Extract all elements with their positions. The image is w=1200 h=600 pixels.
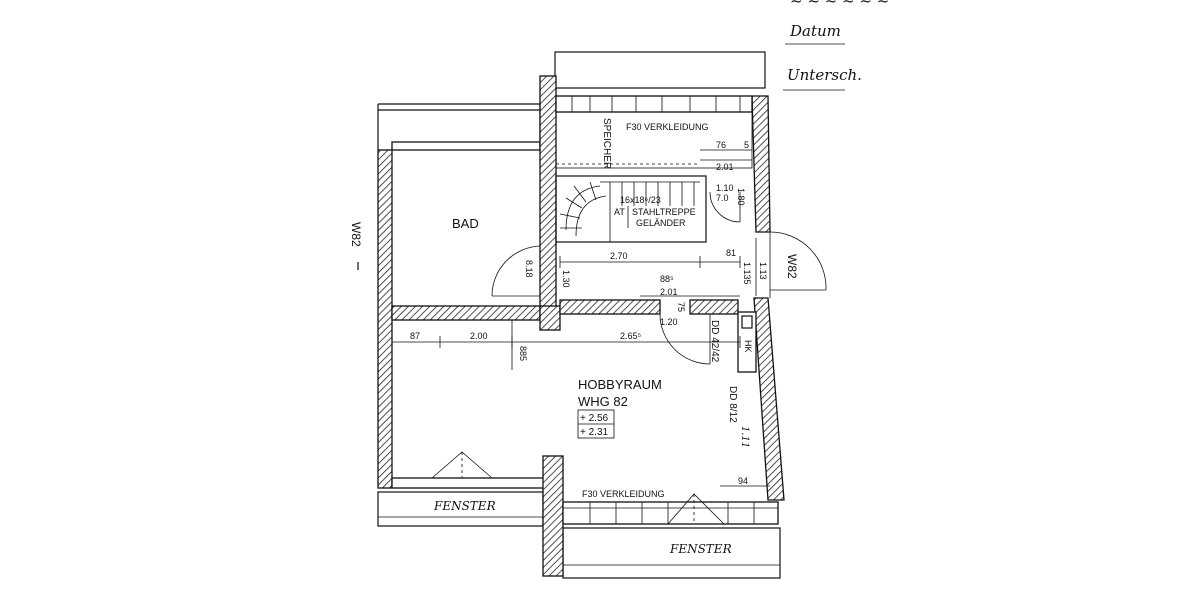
- dim-885-top: 88⁵: [660, 274, 674, 284]
- room-label-hobbyraum: HOBBYRAUM: [578, 377, 662, 392]
- door-bad: [491, 245, 541, 297]
- door-hobbyraum: [659, 313, 711, 365]
- label-stair-at: AT: [614, 207, 625, 217]
- wall-center-lower: [542, 455, 564, 577]
- wall-hobby-bottom-left: [391, 477, 545, 489]
- speicher-room: [555, 111, 753, 169]
- stair-curve: [565, 185, 601, 231]
- door-exterior: [769, 231, 827, 291]
- label-side-note: 1.11: [739, 426, 750, 448]
- wall-center-stub: [539, 305, 561, 331]
- dim-180: 1.80: [736, 188, 746, 206]
- wall-bad-hobby: [391, 305, 541, 321]
- dim-76: 76: [716, 140, 726, 150]
- dim-201-mid: 2.01: [660, 287, 678, 297]
- dim-818: 8.18: [524, 260, 534, 278]
- room-label-whg: WHG 82: [578, 394, 628, 409]
- wall-hall-hobby-right: [689, 299, 739, 315]
- wall-hobby-bottom: [562, 501, 779, 525]
- room-label-bad: BAD: [452, 216, 479, 231]
- note-datum: Datum: [789, 22, 841, 40]
- wall-right-upper: [751, 95, 771, 233]
- dim-130: 1.30: [561, 270, 571, 288]
- label-dd-2: DD 8/12: [727, 386, 738, 423]
- stair-area: [555, 111, 753, 243]
- wall-hall-hobby-left: [559, 299, 661, 315]
- wall-right-lower: [753, 297, 785, 501]
- wall-speicher-top: [555, 95, 753, 113]
- dim-201-top: 2.01: [716, 162, 734, 172]
- label-dd-1: DD 42/42: [709, 320, 720, 363]
- dim-81: 81: [726, 248, 736, 258]
- level-upper: + 2.56: [580, 413, 609, 424]
- dimension-lines: [391, 149, 770, 487]
- dim-75: 75: [676, 302, 686, 312]
- dim-113: 1.13: [758, 262, 768, 280]
- wall-center-upper: [539, 75, 557, 313]
- label-w82-left: W82: [349, 222, 363, 247]
- dim-5: 5: [744, 140, 749, 150]
- label-stair-rail: GELÄNDER: [636, 218, 686, 228]
- note-unterschrift: Untersch.: [787, 66, 862, 84]
- dim-1135: 1.135: [742, 262, 752, 285]
- note-scribble: ~ ~ ~ ~ ~ ~: [790, 0, 889, 10]
- dim-94: 94: [738, 476, 748, 486]
- dim-200: 2.00: [470, 331, 488, 341]
- wall-left: [377, 149, 393, 489]
- room-label-speicher: SPEICHER: [601, 118, 612, 169]
- wall-bad-top: [391, 141, 541, 151]
- door-speicher: [709, 191, 741, 223]
- dim-110: 1.10: [716, 183, 734, 193]
- dim-885-side: 885: [518, 346, 528, 361]
- label-fenster-right: FENSTER: [669, 542, 732, 556]
- label-stair-type: STAHLTREPPE: [632, 207, 696, 217]
- label-stair-spec: 16x18⁶/23: [620, 195, 661, 205]
- top-eave: [554, 51, 766, 89]
- dim-270: 2.70: [610, 251, 628, 261]
- label-f30-top: F30 VERKLEIDUNG: [626, 122, 709, 132]
- dim-265: 2.65⁵: [620, 331, 642, 341]
- dim-70: 7.0: [716, 193, 729, 203]
- stair-well: [555, 175, 707, 243]
- doors: [431, 191, 827, 525]
- label-f30-bottom: F30 VERKLEIDUNG: [582, 489, 665, 499]
- label-w82-right: W82: [785, 254, 799, 279]
- label-hk: HK: [743, 340, 753, 353]
- walls: [377, 75, 785, 577]
- dim-87: 87: [410, 331, 420, 341]
- handwritten-notes: ~ ~ ~ ~ ~ ~ Datum Untersch.: [783, 0, 889, 91]
- dim-120: 1.20: [660, 317, 678, 327]
- label-fenster-left: FENSTER: [433, 499, 496, 513]
- level-lower: + 2.31: [580, 427, 609, 438]
